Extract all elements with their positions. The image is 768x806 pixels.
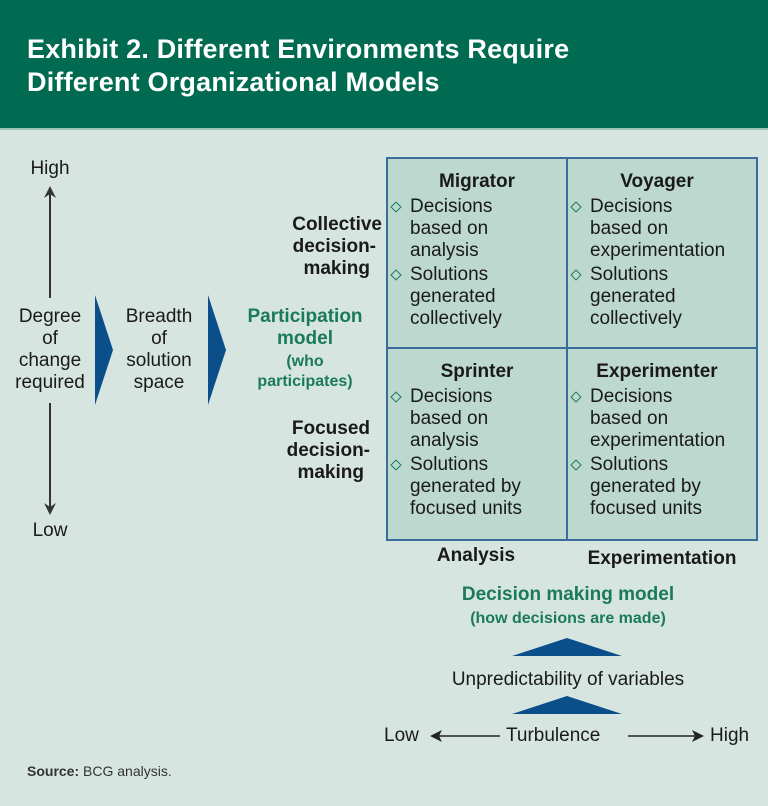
- participation-model-subtitle: (who participates): [257, 353, 353, 390]
- focused-decision-making-label: Focused decision- making: [286, 418, 370, 483]
- participation-model-title: Participation model: [247, 306, 363, 349]
- breadth-of-solution-label: Breadth of solution space: [125, 306, 193, 393]
- chevron-right-icon: [95, 295, 113, 405]
- exhibit-header: Exhibit 2. Different Environments Requir…: [0, 0, 768, 130]
- arrow-left-icon: [430, 730, 500, 742]
- grid-divider-vertical: [566, 159, 568, 539]
- diamond-bullet-icon: [570, 201, 582, 213]
- unpredictability-label: Unpredictability of variables: [451, 669, 685, 690]
- diamond-bullet-icon: [390, 201, 402, 213]
- triangle-up-icon: [512, 696, 622, 714]
- exhibit-title: Exhibit 2. Different Environments Requir…: [27, 34, 570, 97]
- diamond-bullet-icon: [390, 269, 402, 281]
- turbulence-high-label: High: [710, 725, 750, 746]
- axis-low-label: Low: [32, 520, 68, 541]
- decision-making-model-title: Decision making model: [461, 584, 675, 605]
- arrow-down-icon: [44, 403, 56, 515]
- column-label-experimentation: Experimentation: [587, 548, 737, 569]
- turbulence-low-label: Low: [384, 725, 419, 746]
- chevron-right-icon: [208, 295, 226, 405]
- source-note: Source: BCG analysis.: [27, 763, 172, 779]
- turbulence-label: Turbulence: [506, 725, 601, 746]
- axis-high-label: High: [30, 158, 70, 179]
- decision-making-model-subtitle: (how decisions are made): [470, 610, 666, 627]
- column-label-analysis: Analysis: [436, 545, 516, 566]
- diamond-bullet-icon: [390, 391, 402, 403]
- diamond-bullet-icon: [570, 269, 582, 281]
- collective-decision-making-label: Collective decision- making: [292, 214, 382, 279]
- triangle-up-icon: [512, 638, 622, 656]
- diamond-bullet-icon: [390, 459, 402, 471]
- diamond-bullet-icon: [570, 459, 582, 471]
- diamond-bullet-icon: [570, 391, 582, 403]
- degree-of-change-label: Degree of change required: [15, 306, 85, 393]
- arrow-up-icon: [44, 186, 56, 298]
- arrow-right-icon: [628, 730, 704, 742]
- grid-divider-horizontal: [388, 347, 756, 349]
